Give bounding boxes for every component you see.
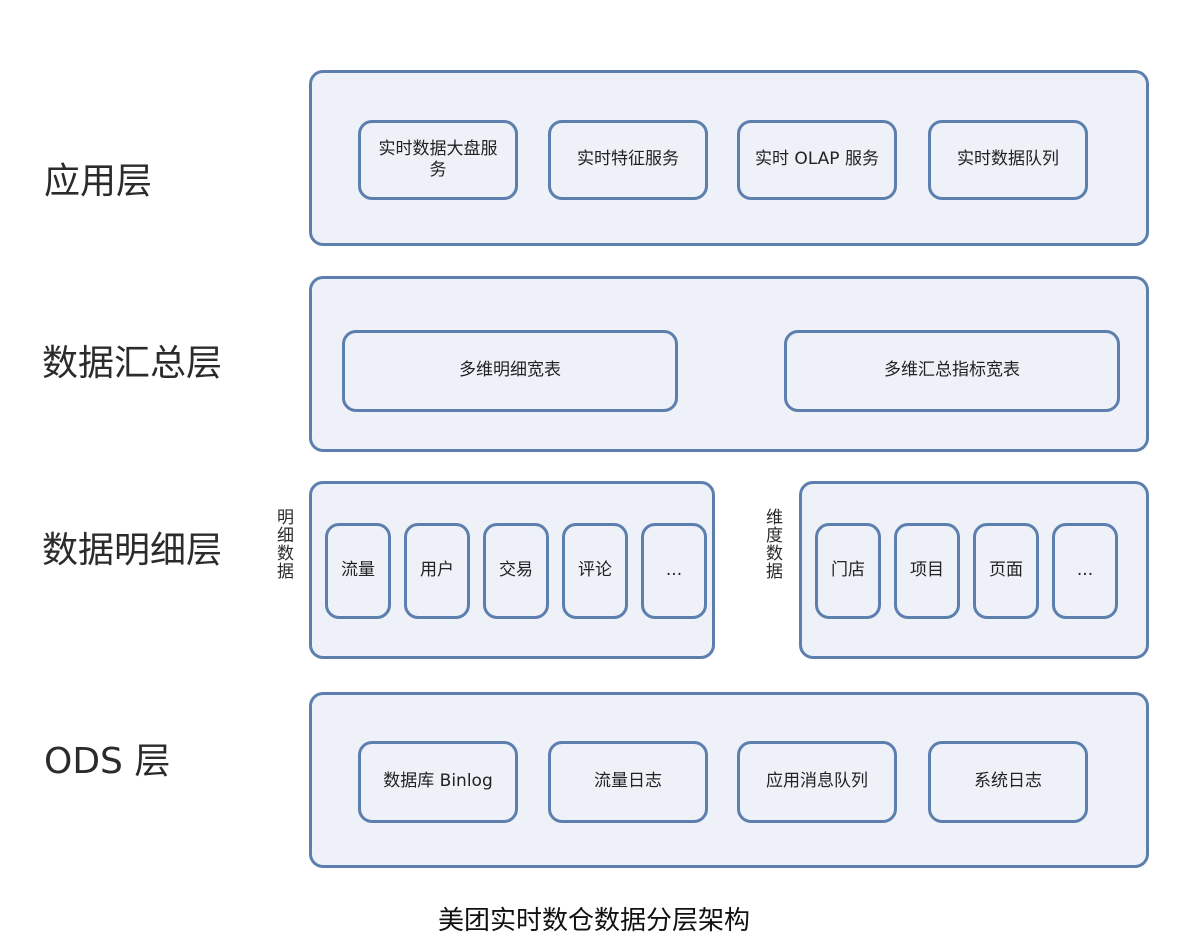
diagram-caption: 美团实时数仓数据分层架构 [437,906,750,936]
app-item-data-queue: 实时数据队列 [928,120,1088,200]
detail-group-label: 明细数据 [273,508,293,580]
dimension-data-panel: 门店 项目 页面 ... [799,481,1149,659]
ods-item-binlog: 数据库 Binlog [358,741,518,823]
detail-data-panel: 流量 用户 交易 评论 ... [309,481,715,659]
app-item-feature-service: 实时特征服务 [548,120,708,200]
detail-item-transaction: 交易 [483,523,549,619]
dimension-item-store: 门店 [815,523,881,619]
ods-item-app-message-queue: 应用消息队列 [737,741,897,823]
dimension-item-page: 页面 [973,523,1039,619]
app-item-dashboard-service: 实时数据大盘服务 [358,120,518,200]
detail-item-traffic: 流量 [325,523,391,619]
app-item-olap-service: 实时 OLAP 服务 [737,120,897,200]
summary-layer-panel: 多维明细宽表 多维汇总指标宽表 [309,276,1149,452]
layer-label-detail: 数据明细层 [42,530,223,571]
dimension-item-project: 项目 [894,523,960,619]
summary-item-wide-detail-table: 多维明细宽表 [342,330,678,412]
detail-item-user: 用户 [404,523,470,619]
detail-item-more: ... [641,523,707,619]
detail-item-review: 评论 [562,523,628,619]
ods-item-system-log: 系统日志 [928,741,1088,823]
ods-item-traffic-log: 流量日志 [548,741,708,823]
dimension-group-label: 维度数据 [762,508,782,580]
application-layer-panel: 实时数据大盘服务 实时特征服务 实时 OLAP 服务 实时数据队列 [309,70,1149,246]
layer-label-application: 应用层 [44,161,153,202]
layer-label-summary: 数据汇总层 [42,343,223,384]
summary-item-wide-metric-table: 多维汇总指标宽表 [784,330,1120,412]
dimension-item-more: ... [1052,523,1118,619]
ods-layer-panel: 数据库 Binlog 流量日志 应用消息队列 系统日志 [309,692,1149,868]
layer-label-ods: ODS 层 [44,741,171,782]
